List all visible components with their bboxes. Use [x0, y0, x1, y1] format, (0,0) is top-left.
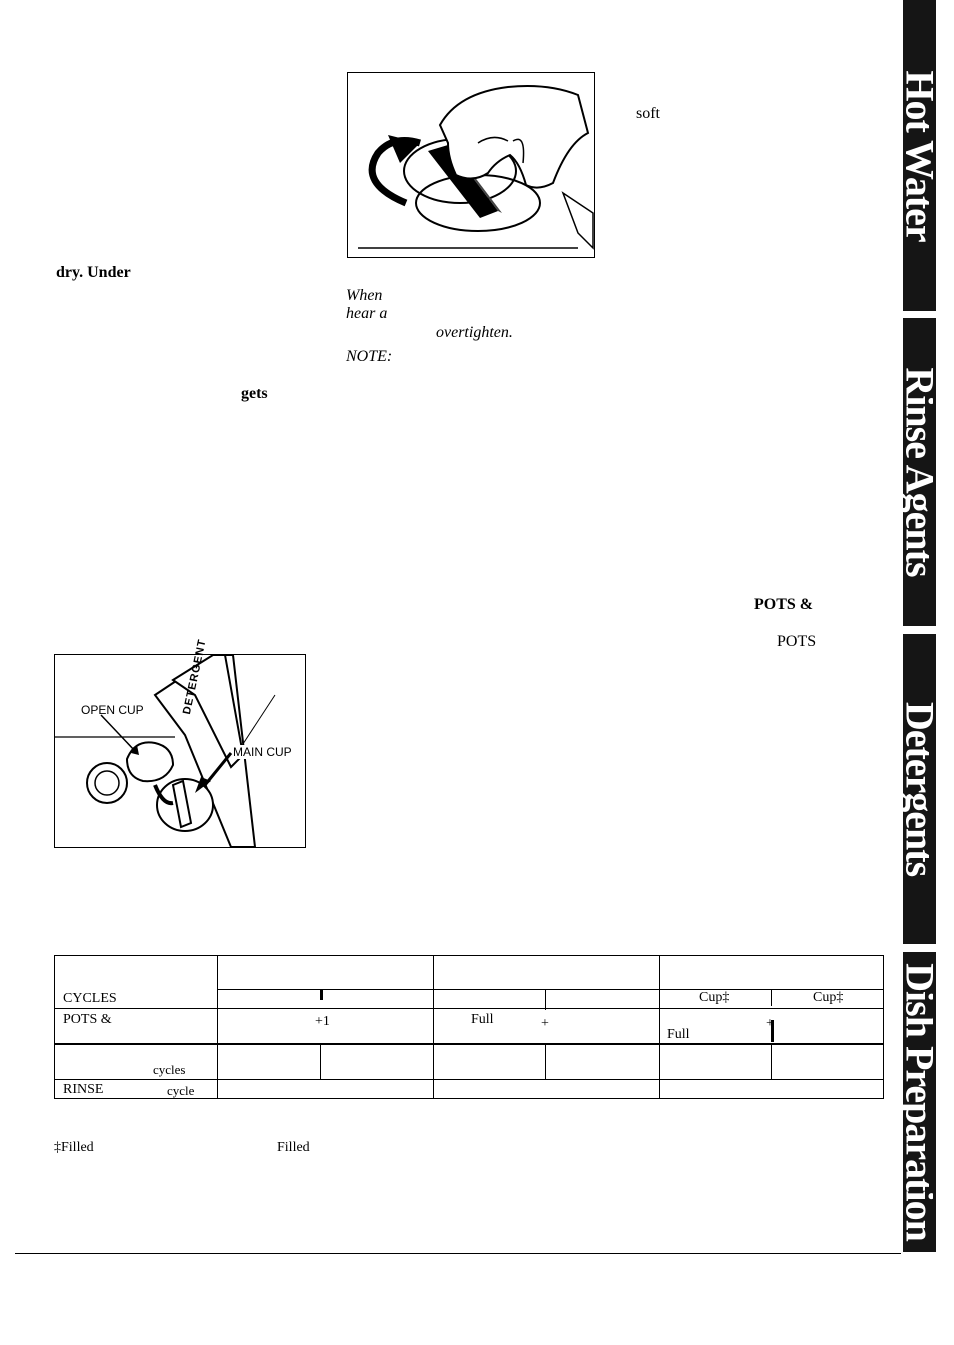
table-subcol-line — [320, 1044, 321, 1080]
cell-cycles: CYCLES — [63, 991, 117, 1006]
text-dry-under: dry. Under — [56, 264, 131, 281]
table-col-line — [217, 956, 218, 1098]
text-when: When — [346, 287, 383, 304]
tab-dish-preparation-label: Dish Preparation — [903, 963, 936, 1241]
tab-separator — [933, 0, 936, 311]
cell-plus-2: + — [766, 1016, 774, 1031]
text-gets: gets — [241, 385, 268, 402]
table-subcol-line — [545, 990, 546, 1010]
tab-separator — [933, 634, 936, 944]
cell-rinse-cycle: cycle — [167, 1083, 195, 1098]
cell-plus: + — [541, 1016, 549, 1031]
table-subcol-line — [771, 1044, 772, 1080]
page-bottom-rule — [15, 1253, 901, 1254]
text-note: NOTE: — [346, 348, 393, 365]
table-row-line — [55, 1043, 883, 1045]
text-overtighten: overtighten. — [436, 324, 513, 341]
cell-cup-a: Cup‡ — [699, 990, 730, 1005]
cell-cycles2: cycles — [153, 1062, 186, 1077]
table-subcol-line — [771, 1020, 774, 1042]
table-col-line — [433, 956, 434, 1098]
cell-pots: POTS & — [63, 1012, 112, 1027]
footnote-filled-2: Filled — [277, 1140, 310, 1155]
tab-detergents-label: Detergents — [903, 701, 936, 877]
tab-separator — [933, 952, 936, 1252]
table-subcol-line — [771, 990, 772, 1006]
text-pots: POTS — [777, 633, 817, 650]
text-hear-a: hear a — [346, 305, 388, 322]
cell-full-1: Full — [471, 1012, 494, 1027]
tab-hot-water-label: Hot Water — [903, 69, 936, 242]
text-pots-and: POTS & — [754, 596, 814, 613]
tab-rinse-agents-label: Rinse Agents — [903, 367, 936, 577]
cell-plus-one: +1 — [315, 1014, 330, 1029]
table-subcol-line — [545, 1044, 546, 1080]
table-row-line — [55, 1079, 883, 1080]
tab-rinse-agents: Rinse Agents — [903, 318, 936, 626]
label-main-cup: MAIN CUP — [233, 745, 292, 759]
cell-rinse: RINSE — [63, 1082, 104, 1097]
cap-turning-illustration — [358, 85, 594, 250]
table-col-line — [659, 956, 660, 1098]
tab-hot-water: Hot Water — [903, 0, 936, 311]
tab-dish-preparation: Dish Preparation — [903, 952, 936, 1252]
footnote-filled-1: ‡Filled — [54, 1140, 94, 1155]
tab-separator — [933, 318, 936, 626]
label-open-cup: OPEN CUP — [81, 703, 144, 717]
cell-cup-b: Cup‡ — [813, 990, 844, 1005]
detergent-table: CYCLES POTS & cycles RINSE cycle Cup‡ Cu… — [54, 955, 884, 1099]
cell-full-2: Full — [667, 1027, 690, 1042]
figure-detergent-cups: OPEN CUP MAIN CUP DETERGENT — [54, 638, 306, 848]
table-subcol-line — [320, 990, 323, 1000]
tab-detergents: Detergents — [903, 634, 936, 944]
detergent-cups-illustration — [55, 655, 276, 847]
table-row-line — [217, 989, 883, 990]
text-soft: soft — [636, 105, 660, 122]
table-row-line — [55, 1008, 883, 1009]
figure-cap-turning — [347, 72, 595, 258]
